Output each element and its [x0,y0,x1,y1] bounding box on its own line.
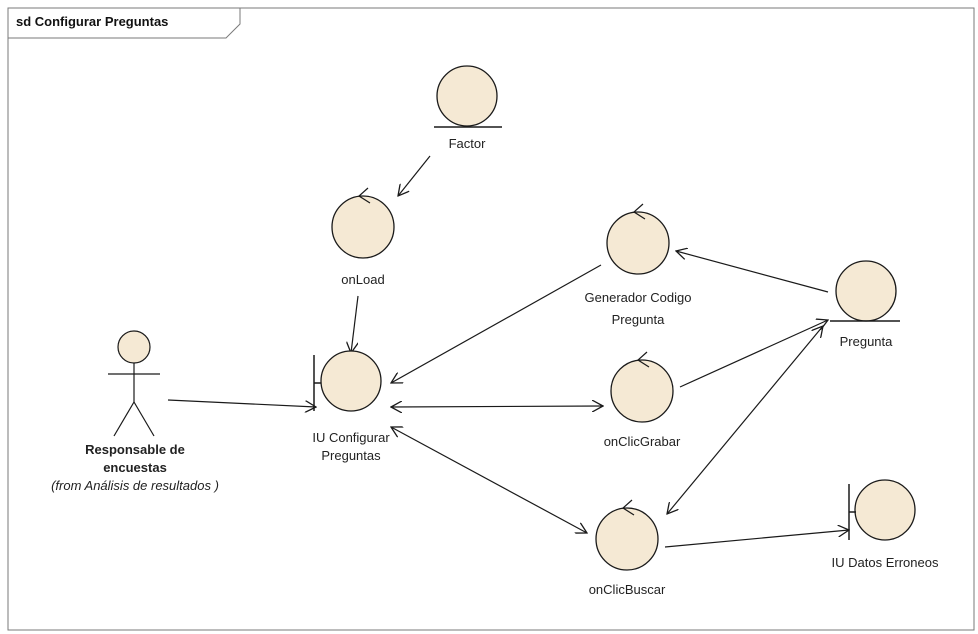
label-iu-datos-erroneos: IU Datos Erroneos [831,555,939,570]
entity-pregunta[interactable] [830,260,900,322]
boundary-iu-datos-erroneos[interactable] [848,479,916,541]
actor-from-note: (from Análisis de resultados ) [51,478,219,493]
edge-iu-buscar [391,427,587,533]
edge-onload-iu [351,295,359,353]
edge-factor-onload [398,155,431,196]
edge-pregunta-generador [676,251,829,293]
edge-actor-iu [167,399,316,407]
control-onclicgrabar[interactable] [610,351,674,423]
frame-title: sd Configurar Preguntas [16,14,169,29]
edge-buscar-pregunta [667,326,823,514]
boundary-iu-configurar[interactable] [313,350,382,412]
label-onclicbuscar: onClicBuscar [588,582,666,597]
label-generador-line1: Generador Codigo [584,290,692,305]
edge-iu-grabar [391,406,603,407]
edge-buscar-iudatos [664,530,849,548]
actor-name-line1: Responsable de [85,442,185,457]
control-onclicbuscar[interactable] [595,499,659,571]
diagram-frame [7,7,975,631]
edge-generador-iu [391,264,602,383]
label-onload: onLoad [341,272,385,287]
frame-title-tab [8,8,241,39]
label-factor: Factor [448,136,486,151]
actor-name-line2: encuestas [103,460,167,475]
actor-stick-figure [108,330,160,437]
entity-factor[interactable] [434,65,502,128]
label-generador-line2: Pregunta [611,312,665,327]
control-generador[interactable] [606,203,670,275]
label-iu-configurar-line1: IU Configurar [312,430,390,445]
edge-grabar-pregunta [679,320,828,388]
control-onload[interactable] [331,187,395,259]
label-onclicgrabar: onClicGrabar [603,434,681,449]
label-iu-configurar-line2: Preguntas [321,448,381,463]
label-pregunta: Pregunta [839,334,893,349]
